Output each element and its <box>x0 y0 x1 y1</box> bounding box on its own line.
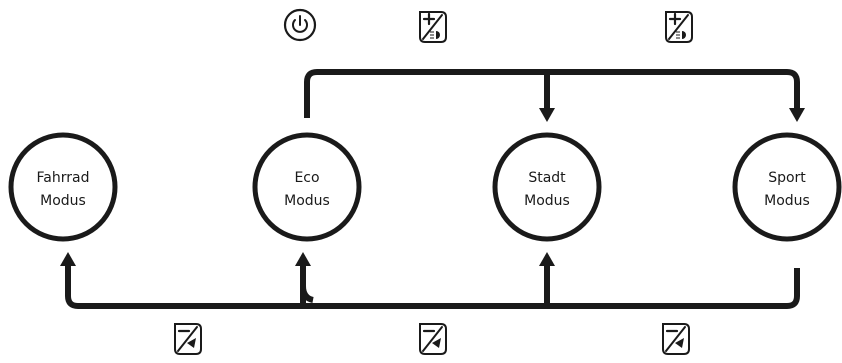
arrowhead-eco <box>295 252 311 266</box>
mode-label-line1: Eco <box>294 170 319 186</box>
mode-label-line2: Modus <box>40 193 86 209</box>
plus-light-icon <box>665 11 693 43</box>
mode-label-line1: Fahrrad <box>37 170 90 186</box>
arrowhead-stadt-up <box>539 252 555 266</box>
forward-arrowheads <box>539 108 805 122</box>
arrowhead-sport <box>789 108 805 122</box>
mode-label-line1: Stadt <box>528 170 566 186</box>
forward-connectors <box>304 69 800 118</box>
mode-label-line1: Sport <box>768 170 806 186</box>
mode-sport: Sport Modus <box>732 132 842 242</box>
arrowhead-stadt <box>539 108 555 122</box>
mode-eco: Eco Modus <box>252 132 362 242</box>
power-icon <box>283 8 317 42</box>
bottom-connector-line <box>65 264 800 309</box>
back-arrowheads <box>60 252 555 266</box>
back-connectors <box>65 264 800 309</box>
top-connector-line <box>304 69 800 118</box>
mode-label-line2: Modus <box>764 193 810 209</box>
mode-fahrrad: Fahrrad Modus <box>8 132 118 242</box>
minus-icon <box>174 323 202 355</box>
arrowhead-fahrrad <box>60 252 76 266</box>
mode-circle <box>492 132 602 242</box>
mode-circle <box>8 132 118 242</box>
minus-icon <box>662 323 690 355</box>
mode-circle <box>732 132 842 242</box>
mode-stadt: Stadt Modus <box>492 132 602 242</box>
mode-label-line2: Modus <box>524 193 570 209</box>
minus-icon <box>419 323 447 355</box>
mode-label-line2: Modus <box>284 193 330 209</box>
mode-circle <box>252 132 362 242</box>
eco-inner-corner <box>300 285 314 303</box>
plus-light-icon <box>419 11 447 43</box>
